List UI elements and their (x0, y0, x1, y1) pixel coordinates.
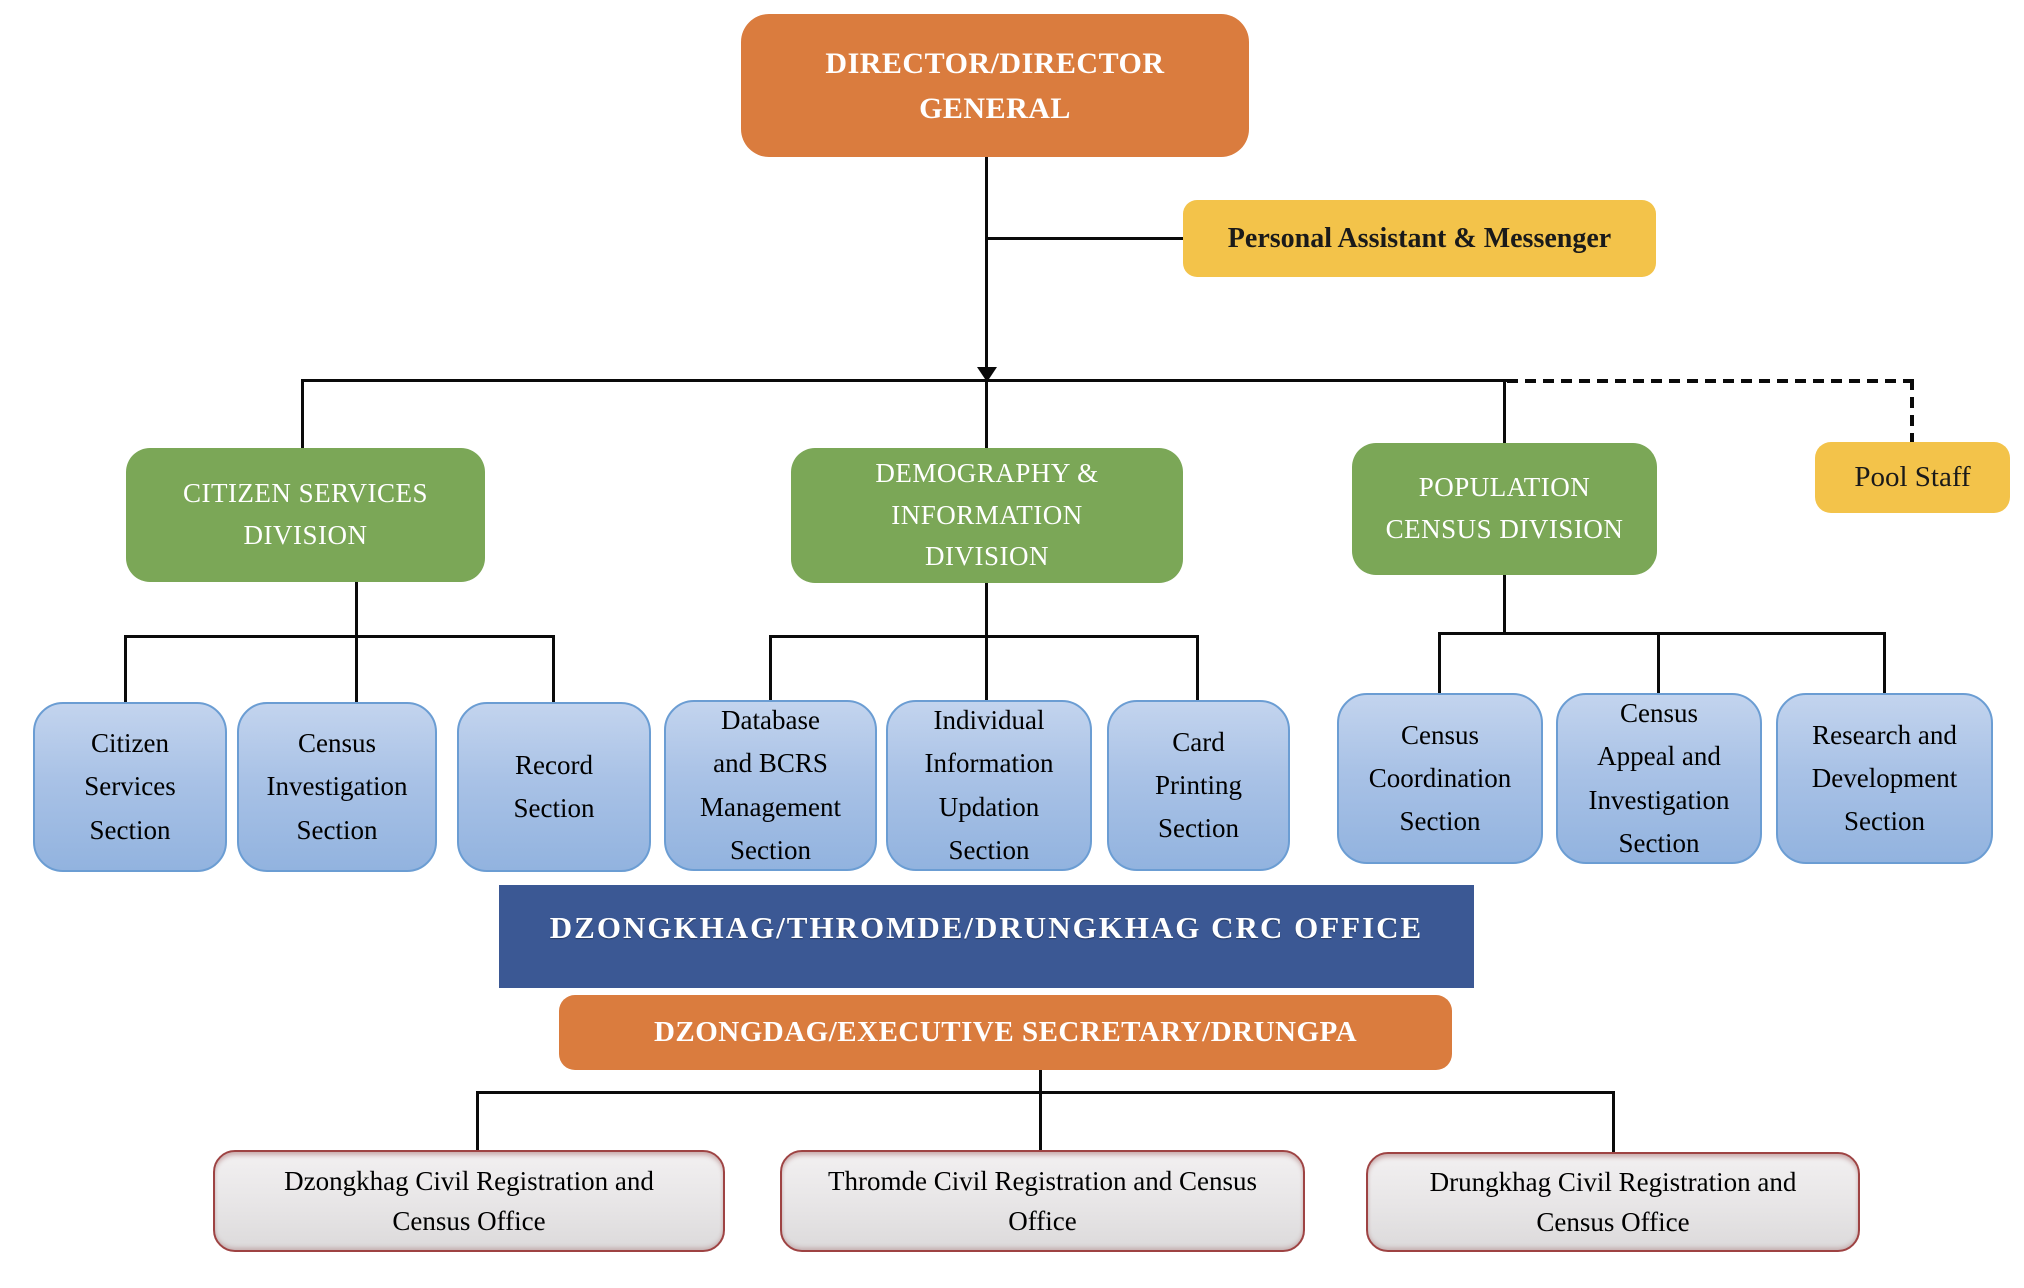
connector-drop-division-2 (985, 381, 988, 448)
connector-division3-drop-a (1438, 632, 1441, 693)
connector-executive-bar (476, 1091, 1615, 1094)
connector-dashed-horizontal (1507, 379, 1912, 383)
connector-drop-division-1 (301, 379, 304, 448)
node-census-investigation-section: Census Investigation Section (237, 702, 437, 872)
node-record-section: Record Section (457, 702, 651, 872)
banner-crc-office: DZONGKHAG/THROMDE/DRUNGKHAG CRC OFFICE (499, 885, 1474, 988)
node-citizen-services-division: CITIZEN SERVICES DIVISION (126, 448, 485, 582)
connector-division3-drop-c (1883, 632, 1886, 693)
node-demography-information-division: DEMOGRAPHY & INFORMATION DIVISION (791, 448, 1183, 583)
node-director-general: DIRECTOR/DIRECTOR GENERAL (741, 14, 1249, 157)
node-database-bcrs-management-section: Database and BCRS Management Section (664, 700, 877, 871)
connector-drop-division-3 (1503, 379, 1506, 443)
node-citizen-services-section: Citizen Services Section (33, 702, 227, 872)
banner-executive-secretary: DZONGDAG/EXECUTIVE SECRETARY/DRUNGPA (559, 995, 1452, 1070)
connector-division3-drop-b (1657, 632, 1660, 693)
connector-division3-bar (1438, 632, 1886, 635)
node-personal-assistant: Personal Assistant & Messenger (1183, 200, 1656, 277)
arrow-down-icon (977, 367, 997, 382)
node-census-coordination-section: Census Coordination Section (1337, 693, 1543, 864)
connector-division1-drop-a (124, 635, 127, 702)
node-dzongkhag-office: Dzongkhag Civil Registration and Census … (213, 1150, 725, 1252)
connector-main-horizontal (303, 379, 1507, 382)
connector-division1-bar (124, 635, 555, 638)
node-thromde-office: Thromde Civil Registration and Census Of… (780, 1150, 1305, 1252)
connector-personal-assistant (987, 237, 1183, 240)
node-drungkhag-office: Drungkhag Civil Registration and Census … (1366, 1152, 1860, 1252)
connector-division1-drop-c (552, 635, 555, 702)
connector-office-drop-c (1612, 1091, 1615, 1152)
connector-office-drop-b (1039, 1091, 1042, 1150)
node-census-appeal-investigation-section: Census Appeal and Investigation Section (1556, 693, 1762, 864)
node-research-development-section: Research and Development Section (1776, 693, 1993, 864)
connector-division2-drop-a (769, 635, 772, 700)
node-population-census-division: POPULATION CENSUS DIVISION (1352, 443, 1657, 575)
node-card-printing-section: Card Printing Section (1107, 700, 1290, 871)
connector-division2-stem (985, 583, 988, 700)
connector-director-drop (985, 157, 988, 369)
connector-division1-stem (355, 582, 358, 702)
connector-division2-bar (769, 635, 1199, 638)
connector-division3-stem (1503, 575, 1506, 635)
node-pool-staff: Pool Staff (1815, 442, 2010, 513)
node-individual-information-updation-section: Individual Information Updation Section (886, 700, 1092, 871)
connector-dashed-pool-staff (1910, 379, 1914, 442)
connector-office-drop-a (476, 1091, 479, 1150)
connector-executive-stem (1039, 1070, 1042, 1093)
connector-division2-drop-c (1196, 635, 1199, 700)
